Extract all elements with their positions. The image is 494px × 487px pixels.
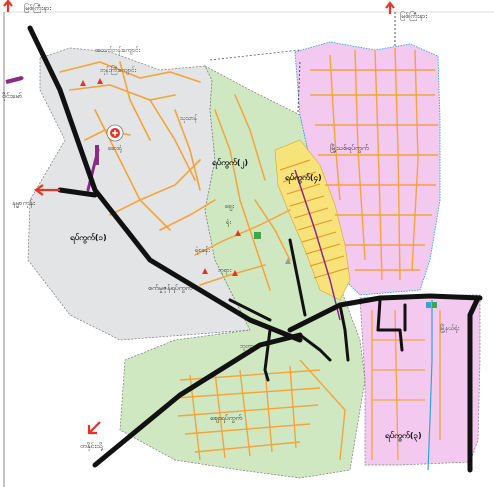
label-school: အထက်တန်းကျောင်း (95, 46, 141, 55)
purple-building (95, 145, 99, 165)
arrow-west-middle (34, 184, 60, 196)
label-north-west: မြစ်ကြီးနား (24, 3, 51, 13)
main-roads (27, 25, 483, 473)
label-township-office: မြို့နယ်ရုံး (440, 323, 460, 333)
minor-roads-southeast (371, 309, 441, 461)
label-market: ဈေး (225, 203, 234, 211)
label-west-middle: နမ္မာကုန်း (12, 199, 35, 208)
pagoda-icon-5 (285, 258, 291, 264)
office-marker-3 (432, 302, 437, 308)
arrow-north-west (3, 0, 13, 12)
minor-roads-northeast (310, 47, 438, 281)
minor-roads-yellow (279, 159, 349, 279)
boundary-line (427, 300, 433, 471)
railway-north-west (297, 59, 301, 113)
label-west-area: စက်မှုဇုန်ရပ်ကွက် (148, 284, 193, 293)
label-office: ရုံး (226, 219, 231, 227)
label-cemetery: သုသာန် (180, 114, 197, 123)
pagoda-icon-4 (232, 270, 238, 276)
label-south-west: တနိုင်းသို့ (80, 442, 104, 451)
label-northeast-area: မြို့သစ်ရပ်ကွက် (330, 143, 369, 153)
label-ward-3: ရပ်ကွက်(၃) (385, 430, 422, 443)
arrow-west-upper (5, 76, 23, 84)
railway-west (209, 49, 301, 61)
label-pagoda: ဘုရား (218, 267, 232, 275)
label-police: ရဲစခန်း (195, 246, 210, 255)
pagoda-icon-6 (202, 268, 208, 274)
hospital-icon (106, 124, 124, 142)
label-station: ဘူတာ (240, 343, 254, 351)
label-hospital: ဆေးရုံ (108, 145, 122, 153)
label-monastery: ဘုန်းကြီးကျောင်း (100, 65, 137, 75)
arrow-north-east (385, 1, 395, 14)
minor-roads-south (174, 359, 346, 461)
label-ward-4: ရပ်ကွက်(၄) (285, 172, 322, 185)
secondary-black-roads (228, 238, 407, 382)
label-north-east: မြစ်ကြီးနား (400, 11, 427, 21)
label-south-area: ဈေးရပ်ကွက် (210, 414, 243, 423)
minor-roads-central (194, 94, 291, 291)
pagoda-icon-3 (235, 230, 241, 236)
pagoda-icon (80, 80, 86, 86)
label-west-upper: ဝိုင်းမော် (2, 92, 23, 101)
rail-line-inner (294, 169, 341, 321)
label-ward-1: ရပ်ကွက်(၁) (70, 232, 107, 245)
office-marker-2 (426, 302, 431, 308)
office-marker (254, 232, 261, 239)
arrow-south-west (87, 421, 101, 435)
label-ward-2: ရပ်ကွက်(၂) (212, 157, 248, 170)
pagoda-icon-2 (97, 78, 103, 84)
